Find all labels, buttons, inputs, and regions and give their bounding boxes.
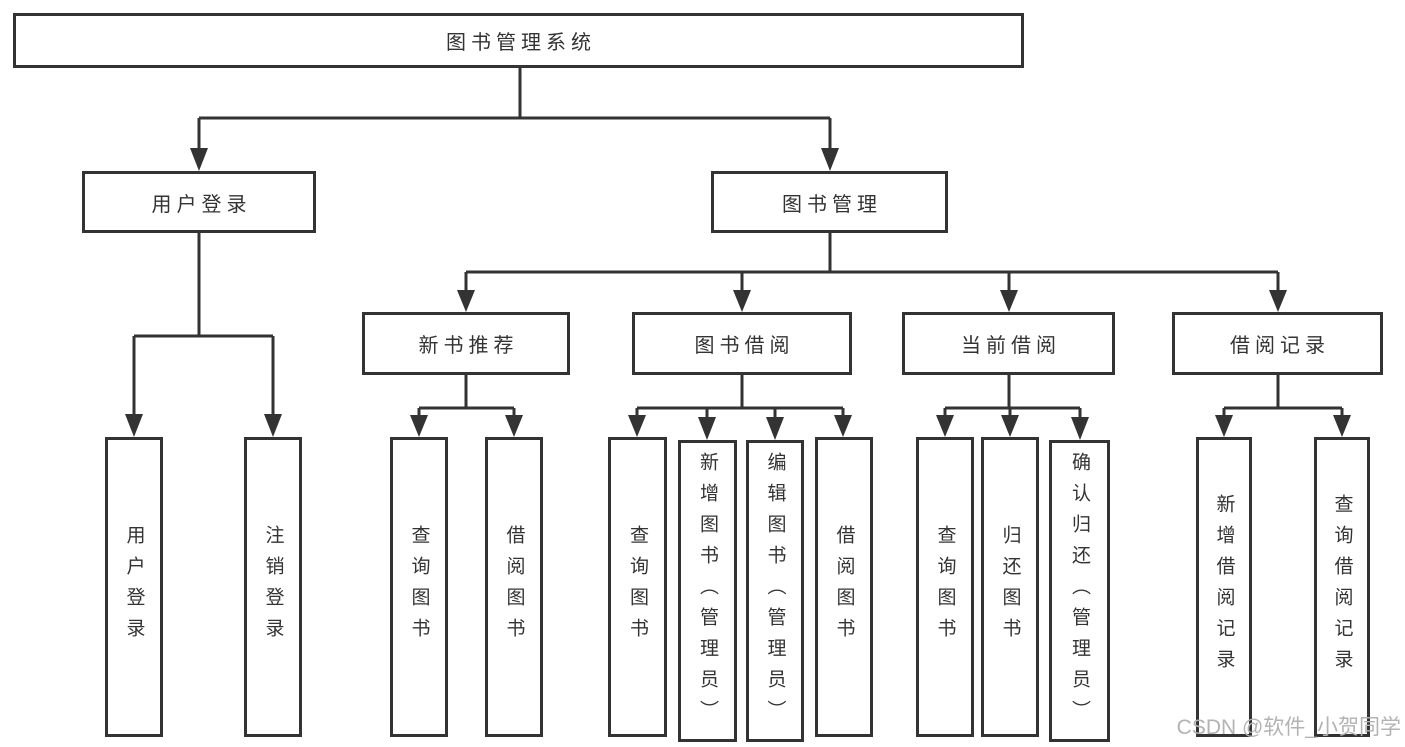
- leaf-user-login: 用户登录: [105, 437, 163, 737]
- leaf-add-borrow-record-label: 新增借阅记录: [1213, 494, 1235, 680]
- node-current-borrow-label: 当前借阅: [961, 335, 1061, 357]
- leaf-add-book-admin: 新增图书（管理员）: [678, 440, 737, 742]
- leaf-query-books-2: 查询图书: [608, 437, 667, 737]
- leaf-borrow-books-1-label: 借阅图书: [503, 525, 525, 649]
- leaf-return-book-label: 归还图书: [999, 525, 1021, 649]
- node-user-login-label: 用户登录: [151, 193, 252, 216]
- leaf-borrow-books-1: 借阅图书: [485, 437, 543, 737]
- node-root: 图书管理系统: [13, 13, 1024, 68]
- leaf-query-books-1: 查询图书: [390, 437, 448, 737]
- node-borrow-record: 借阅记录: [1172, 312, 1383, 375]
- node-book-management: 图书管理: [711, 171, 948, 233]
- leaf-confirm-return-admin-label: 确认归还（管理员）: [1069, 451, 1090, 731]
- leaf-query-books-3-label: 查询图书: [934, 525, 956, 649]
- leaf-return-book: 归还图书: [981, 437, 1039, 737]
- leaf-borrow-books-2: 借阅图书: [815, 437, 873, 737]
- node-current-borrow: 当前借阅: [902, 312, 1115, 375]
- leaf-borrow-books-2-label: 借阅图书: [833, 525, 855, 649]
- node-book-borrow-label: 图书借阅: [694, 335, 795, 357]
- leaf-query-borrow-record: 查询借阅记录: [1314, 437, 1370, 737]
- leaf-query-books-1-label: 查询图书: [408, 525, 430, 649]
- leaf-query-borrow-record-label: 查询借阅记录: [1331, 494, 1353, 680]
- leaf-query-books-2-label: 查询图书: [627, 525, 648, 649]
- leaf-confirm-return-admin: 确认归还（管理员）: [1049, 440, 1110, 742]
- node-new-book-recommend: 新书推荐: [362, 312, 570, 375]
- leaf-logout-login: 注销登录: [244, 437, 302, 737]
- node-root-label: 图书管理系统: [446, 32, 596, 54]
- node-user-login: 用户登录: [82, 171, 316, 233]
- leaf-logout-login-label: 注销登录: [262, 525, 284, 649]
- leaf-query-books-3: 查询图书: [916, 437, 974, 737]
- leaf-edit-book-admin-label: 编辑图书（管理员）: [764, 451, 786, 731]
- node-borrow-record-label: 借阅记录: [1230, 335, 1330, 357]
- leaf-user-login-label: 用户登录: [123, 525, 145, 649]
- leaf-add-book-admin-label: 新增图书（管理员）: [697, 451, 718, 731]
- leaf-edit-book-admin: 编辑图书（管理员）: [746, 440, 804, 742]
- leaf-add-borrow-record: 新增借阅记录: [1196, 437, 1252, 737]
- node-new-book-recommend-label: 新书推荐: [418, 335, 519, 357]
- node-book-borrow: 图书借阅: [632, 312, 852, 375]
- node-book-management-label: 图书管理: [782, 193, 882, 216]
